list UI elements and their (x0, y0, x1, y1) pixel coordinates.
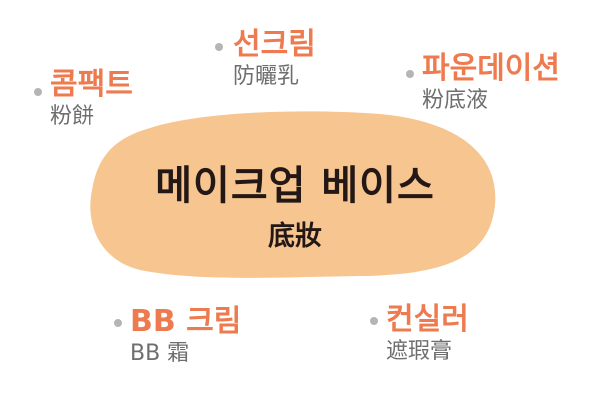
item-zh-label: 遮瑕膏 (386, 339, 453, 364)
item-foundation: 파운데이션 粉底液 (422, 52, 560, 114)
item-ko-label: 선크림 (233, 27, 316, 62)
bullet-icon (370, 317, 378, 325)
item-zh-label: 粉餅 (50, 104, 95, 129)
bullet-icon (215, 43, 223, 51)
bullet-icon (34, 88, 42, 96)
item-ko-label: BB 크림 (130, 304, 242, 339)
item-zh-label: BB 霜 (130, 341, 190, 366)
item-bb-cream: BB 크림 BB 霜 (130, 305, 241, 367)
item-suncream: 선크림 防曬乳 (233, 28, 316, 90)
item-ko-label: 콤팩트 (50, 67, 133, 102)
bullet-icon (406, 70, 414, 78)
item-ko-label: 파운데이션 (422, 51, 560, 86)
item-zh-label: 粉底液 (422, 88, 489, 113)
center-title: 메이크업 베이스 (155, 163, 435, 209)
center-subtitle: 底妝 (268, 221, 322, 252)
item-zh-label: 防曬乳 (233, 64, 300, 89)
item-ko-label: 컨실러 (386, 302, 469, 337)
item-compact: 콤팩트 粉餅 (50, 68, 133, 130)
item-concealer: 컨실러 遮瑕膏 (386, 303, 469, 365)
bullet-icon (114, 319, 122, 327)
